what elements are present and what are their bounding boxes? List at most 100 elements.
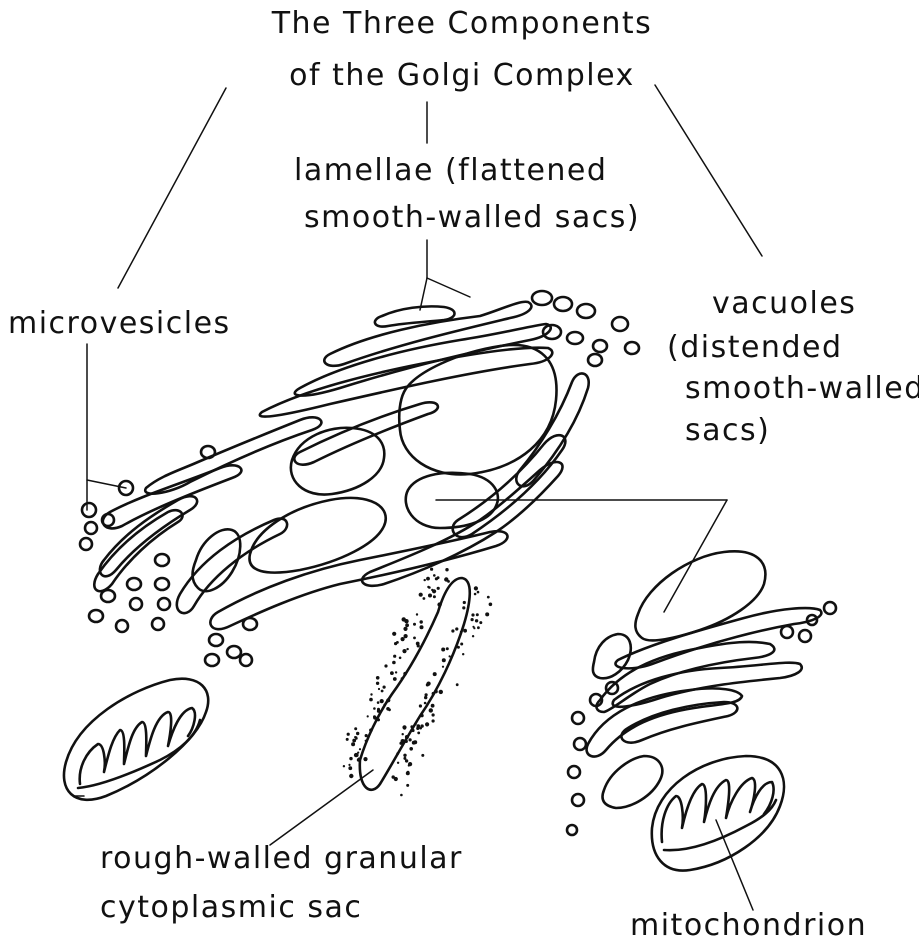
ribosome-granule — [404, 634, 408, 638]
vacuoles-label-line-3: smooth-walled — [685, 371, 919, 406]
ribosome-granule — [421, 754, 424, 757]
microvesicle — [543, 325, 561, 339]
ribosome-granule — [424, 696, 427, 699]
lamella-6 — [103, 465, 242, 528]
ribosome-granule — [367, 715, 369, 717]
ribosome-granule — [447, 580, 450, 583]
ribosome-granule — [386, 707, 390, 711]
microvesicle — [567, 332, 583, 344]
ribosome-granule — [425, 722, 429, 726]
microvesicle — [82, 503, 96, 517]
ribosome-granule — [358, 757, 360, 759]
ribosome-granule — [370, 693, 372, 695]
ribosome-granule — [437, 602, 441, 606]
ribosome-granule — [446, 647, 449, 650]
title-line-2: of the Golgi Complex — [289, 58, 635, 93]
ribosome-granule — [442, 658, 446, 662]
ribosome-granule — [479, 621, 482, 624]
ribosome-granule — [405, 740, 408, 743]
ribosome-granule — [429, 708, 433, 712]
ribosome-granule — [386, 698, 390, 702]
microvesicle — [116, 620, 128, 632]
ribosome-granule — [487, 596, 490, 599]
ribosome-granule — [411, 729, 414, 732]
ribosome-granule — [423, 597, 426, 600]
microvesicle — [89, 610, 103, 622]
microvesicle — [532, 291, 552, 305]
ribosome-granule — [355, 737, 358, 740]
ribosome-granule — [413, 637, 416, 640]
ribosome-granule — [380, 699, 384, 703]
ribosome-granule — [419, 727, 422, 730]
ribosome-granule — [471, 613, 474, 616]
ribosome-granule — [409, 738, 412, 741]
microvesicle — [127, 578, 141, 590]
mitochondrion-right — [652, 756, 784, 871]
ribosome-granule — [449, 655, 451, 657]
ribosome-granule — [420, 620, 423, 623]
vacuole-bottom-left — [249, 498, 385, 573]
ribosome-granule — [428, 594, 432, 598]
microvesicle — [101, 590, 115, 602]
ribosome-granule — [393, 677, 397, 681]
microvesicle — [572, 712, 584, 724]
lamella-10 — [210, 531, 507, 629]
lamella-7 — [100, 496, 197, 576]
microvesicle — [152, 618, 164, 630]
ribosome-granule — [451, 629, 454, 632]
ribosome-granule — [346, 738, 349, 741]
microvesicle — [554, 297, 572, 311]
ribosome-granule — [414, 723, 416, 725]
ribosome-granule — [462, 606, 465, 609]
ribosome-granule — [369, 728, 373, 732]
lamellae-label-line-2: smooth-walled sacs) — [304, 200, 640, 235]
lamellae-label: lamellae (flattened smooth-walled sacs) — [294, 153, 640, 235]
ribosome-granule — [455, 627, 458, 630]
ribosome-granule — [437, 587, 440, 590]
ribosome-granule — [409, 747, 413, 751]
ribosome-granule — [432, 713, 435, 716]
ribosome-granule — [351, 742, 355, 746]
microvesicle — [240, 654, 252, 666]
lamella-right-5 — [621, 702, 737, 743]
ribosome-granule — [485, 612, 489, 616]
ribosome-granule — [472, 626, 474, 628]
microvesicle — [155, 578, 169, 590]
ribosome-granule — [460, 643, 463, 646]
ribosome-granule — [363, 757, 367, 761]
lamellae-label-line-1: lamellae (flattened — [294, 153, 607, 188]
ribosome-granule — [348, 766, 352, 770]
ribosome-granule — [376, 676, 380, 680]
mitochondrion-left — [64, 679, 208, 800]
ribosome-granule — [377, 701, 380, 704]
ribosome-granule — [474, 593, 477, 596]
ribosome-granule — [343, 765, 345, 767]
ribosome-granule — [381, 690, 384, 693]
microvesicles-top-right — [532, 291, 639, 366]
ribosome-granule — [463, 629, 467, 633]
rough-sac-leader — [270, 770, 373, 845]
mitochondrion-leader — [716, 820, 753, 910]
ribosome-granule — [399, 657, 402, 660]
mitochondrion-inner-membrane — [78, 720, 200, 788]
vacuoles-leader-diagonal — [664, 500, 727, 612]
lamella-right-4 — [587, 688, 742, 756]
ribosome-granule — [477, 626, 480, 629]
ribosome-granule — [476, 613, 479, 616]
microvesicle — [201, 446, 215, 458]
ribosome-granule — [354, 727, 357, 730]
ribosome-granule — [383, 686, 386, 689]
ribosome-granule — [405, 735, 409, 739]
ribosome-granule — [472, 635, 474, 637]
ribosome-granule — [477, 591, 480, 594]
rough-walled-sac — [343, 568, 493, 797]
ribosome-granule — [396, 752, 399, 755]
ribosome-granule — [457, 646, 460, 649]
ribosome-granule — [463, 601, 466, 604]
ribosome-granule — [489, 603, 493, 607]
ribosome-granule — [419, 593, 423, 597]
ribosome-granule — [433, 595, 436, 598]
ribosome-granule — [403, 754, 406, 757]
microvesicles-label: microvesicles — [8, 306, 231, 341]
lamella-1 — [375, 306, 455, 326]
